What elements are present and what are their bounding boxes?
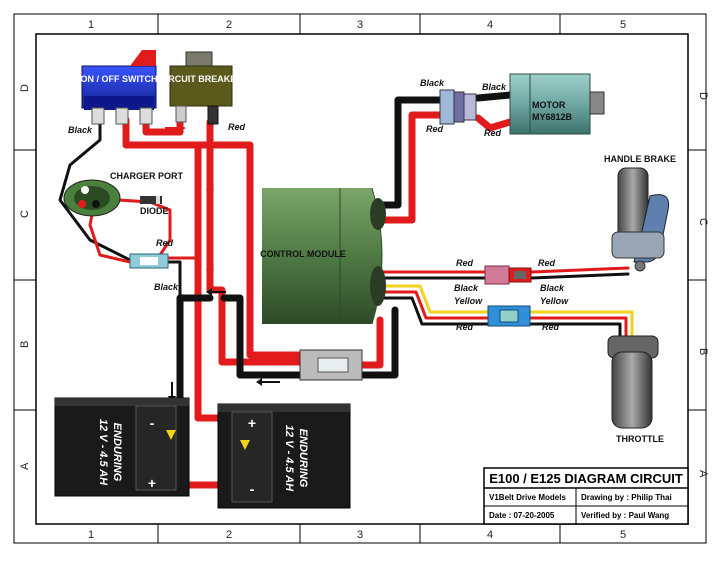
wire-labels: Black Red Red Black Black Red Black Red … bbox=[68, 78, 569, 332]
title-block: E100 / E125 DIAGRAM CIRCUIT V1Belt Drive… bbox=[483, 467, 689, 525]
wire-label-black: Black bbox=[68, 125, 93, 135]
throttle-label: THROTTLE bbox=[616, 434, 664, 444]
wire-label-red: Red bbox=[538, 258, 556, 268]
diode: DIODE bbox=[140, 196, 169, 216]
charger-port-label: CHARGER PORT bbox=[110, 171, 184, 181]
charger-port: CHARGER PORT bbox=[63, 171, 184, 217]
arrow-icon bbox=[178, 124, 186, 132]
wire-label-black: Black bbox=[454, 283, 479, 293]
throttle-connector bbox=[487, 305, 531, 327]
battery-left-plus: + bbox=[148, 475, 156, 491]
title-block-title: E100 / E125 DIAGRAM CIRCUIT bbox=[489, 471, 683, 486]
battery-left-brand: ENDURING bbox=[111, 423, 123, 482]
control-module: CONTROL MODULE bbox=[260, 187, 386, 325]
wire-label-red: Red bbox=[456, 258, 474, 268]
row-label-right-a: A bbox=[697, 470, 709, 478]
col-label-bottom-2: 2 bbox=[226, 529, 232, 541]
arrow-icon bbox=[206, 180, 214, 190]
row-label-right-b: B bbox=[697, 348, 709, 355]
battery-right-rating: 12 V - 4.5 AH bbox=[283, 425, 295, 492]
wire-label-red: Red bbox=[542, 322, 560, 332]
row-label-right-d: D bbox=[697, 92, 709, 100]
col-label-bottom-1: 1 bbox=[88, 529, 94, 541]
battery-right: + - ENDURING 12 V - 4.5 AH bbox=[217, 403, 351, 509]
on-off-switch: ON / OFF SWITCH bbox=[81, 50, 158, 125]
grid-labels: 1 2 3 4 5 1 2 3 4 5 D C B A D C B A bbox=[19, 19, 709, 541]
col-label-bottom-4: 4 bbox=[487, 529, 493, 541]
col-label-bottom-3: 3 bbox=[357, 529, 363, 541]
control-module-label: CONTROL MODULE bbox=[260, 249, 346, 259]
battery-left-rating: 12 V - 4.5 AH bbox=[97, 419, 109, 486]
col-label-top-3: 3 bbox=[357, 19, 363, 31]
motor: MOTOR MY6812B bbox=[439, 73, 605, 135]
wire-label-black: Black bbox=[420, 78, 445, 88]
battery-right-minus: - bbox=[250, 481, 255, 497]
wire-label-red: Red bbox=[456, 322, 474, 332]
battery-right-brand: ENDURING bbox=[297, 429, 309, 488]
col-label-top-5: 5 bbox=[620, 19, 626, 31]
switch-label: ON / OFF SWITCH bbox=[81, 74, 158, 84]
wire-label-yellow: Yellow bbox=[540, 296, 569, 306]
wire-label-red: Red bbox=[484, 128, 502, 138]
row-label-right-c: C bbox=[697, 218, 709, 226]
title-block-date: Date : 07-20-2005 bbox=[489, 511, 555, 520]
handle-brake-label: HANDLE BRAKE bbox=[604, 154, 676, 164]
battery-left: - + ENDURING 12 V - 4.5 AH bbox=[54, 397, 190, 497]
battery-left-minus: - bbox=[150, 415, 155, 431]
wire-label-red: Red bbox=[228, 122, 246, 132]
battery-right-plus: + bbox=[248, 415, 256, 431]
col-label-bottom-5: 5 bbox=[620, 529, 626, 541]
row-label-left-d: D bbox=[19, 84, 31, 92]
wire-label-black: Black bbox=[482, 82, 507, 92]
motor-label: MOTOR bbox=[532, 100, 566, 110]
col-label-top-4: 4 bbox=[487, 19, 493, 31]
wire-label-red: Red bbox=[156, 238, 174, 248]
row-label-left-a: A bbox=[19, 462, 31, 470]
title-block-model: V1Belt Drive Models bbox=[489, 493, 566, 502]
brake-connector bbox=[484, 265, 532, 285]
col-label-top-1: 1 bbox=[88, 19, 94, 31]
row-label-left-c: C bbox=[19, 210, 31, 218]
handle-brake: HANDLE BRAKE bbox=[604, 154, 676, 272]
wire-label-red: Red bbox=[426, 124, 444, 134]
wires bbox=[58, 91, 634, 489]
arrow-icon bbox=[206, 260, 214, 270]
col-label-top-2: 2 bbox=[226, 19, 232, 31]
wire-label-black: Black bbox=[154, 282, 179, 292]
charge-connector bbox=[129, 253, 169, 269]
arrow-icon bbox=[256, 378, 262, 386]
motor-model: MY6812B bbox=[532, 112, 573, 122]
drawing-frame bbox=[13, 13, 707, 544]
wire-label-yellow: Yellow bbox=[454, 296, 483, 306]
title-block-verified-by: Verified by : Paul Wang bbox=[581, 511, 669, 520]
arrow-icon bbox=[206, 288, 212, 296]
row-label-left-b: B bbox=[19, 341, 31, 348]
title-block-drawing-by: Drawing by : Philip Thai bbox=[581, 493, 672, 502]
module-connector bbox=[299, 349, 363, 381]
wire-label-black: Black bbox=[540, 283, 565, 293]
circuit-breaker: CIRCUIT BREAKER bbox=[159, 51, 243, 125]
breaker-label: CIRCUIT BREAKER bbox=[159, 74, 243, 84]
throttle: THROTTLE bbox=[607, 335, 664, 444]
diode-label: DIODE bbox=[140, 206, 169, 216]
